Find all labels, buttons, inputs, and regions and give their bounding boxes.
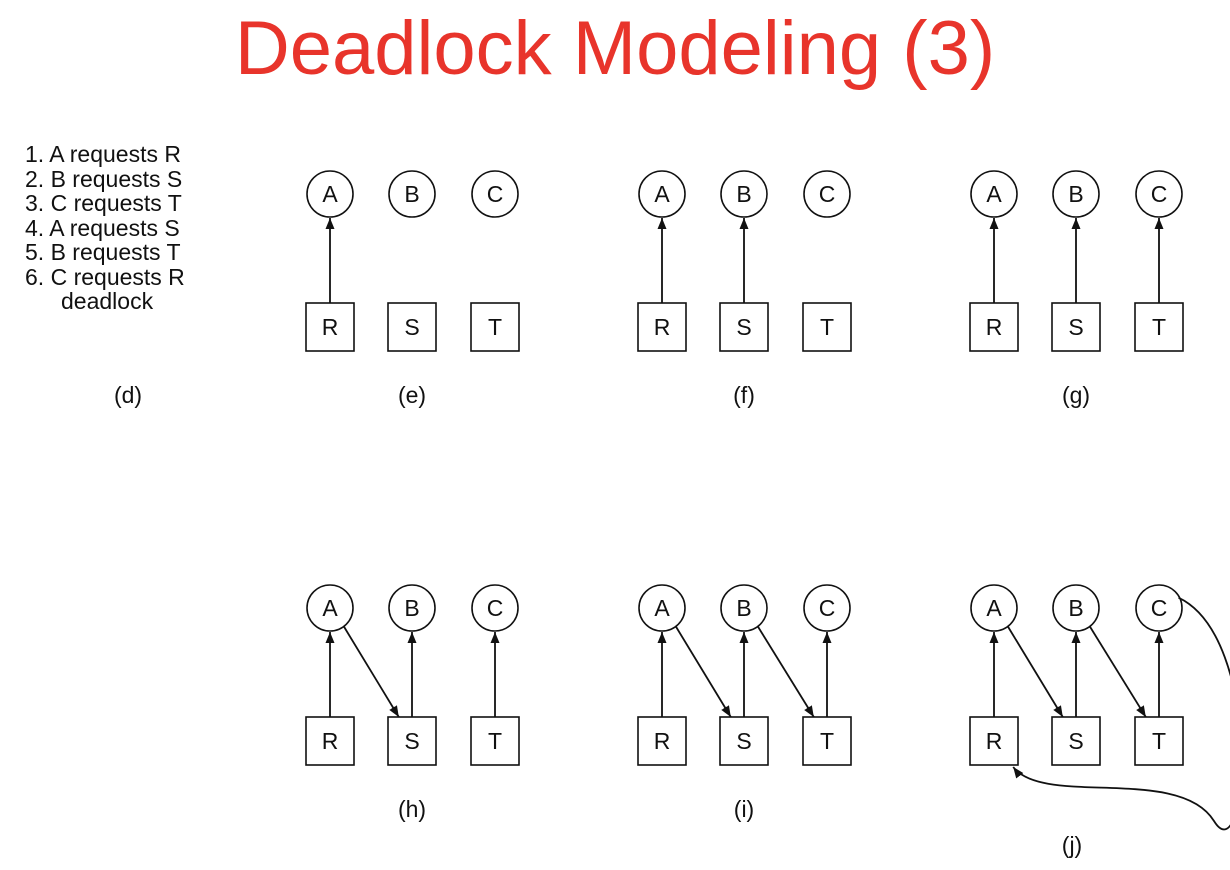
request-arrow bbox=[757, 625, 815, 718]
process-label: B bbox=[736, 595, 751, 621]
process-node bbox=[720, 170, 768, 218]
resource-label: S bbox=[736, 728, 751, 754]
process-node bbox=[803, 170, 851, 218]
process-label: B bbox=[404, 595, 419, 621]
step-item: 2. B requests S bbox=[25, 165, 183, 192]
process-node bbox=[306, 584, 354, 632]
process-label: A bbox=[654, 181, 670, 207]
panel-label-f: (f) bbox=[733, 382, 755, 408]
resource-label: T bbox=[488, 314, 502, 340]
panel-label-i: (i) bbox=[733, 796, 755, 822]
process-node bbox=[638, 584, 686, 632]
request-arrow bbox=[343, 625, 400, 718]
process-node bbox=[388, 170, 436, 218]
resource-label: R bbox=[986, 314, 1003, 340]
process-label: A bbox=[322, 181, 338, 207]
panel-label-e: (e) bbox=[397, 382, 427, 408]
resource-node bbox=[969, 716, 1019, 766]
resource-node bbox=[637, 716, 687, 766]
request-arrow bbox=[1007, 625, 1064, 718]
step-item: 5. B requests T bbox=[25, 239, 181, 265]
process-label: A bbox=[986, 181, 1002, 207]
resource-node bbox=[719, 302, 769, 352]
step-item: 3. C requests T bbox=[25, 190, 182, 216]
slide-title: Deadlock Modeling (3) bbox=[234, 6, 996, 91]
request-arrow-wraparound bbox=[1012, 596, 1230, 831]
resource-label: S bbox=[404, 314, 419, 340]
process-node bbox=[388, 584, 436, 632]
resource-node bbox=[470, 716, 520, 766]
process-node bbox=[803, 584, 851, 632]
process-label: C bbox=[1151, 595, 1168, 621]
process-label: A bbox=[654, 595, 670, 621]
resource-label: T bbox=[1152, 314, 1166, 340]
resource-node bbox=[470, 302, 520, 352]
resource-node bbox=[387, 716, 437, 766]
resource-label: R bbox=[654, 728, 671, 754]
panel-label-h: (h) bbox=[397, 796, 427, 822]
resource-label: R bbox=[322, 728, 339, 754]
resource-label: S bbox=[736, 314, 751, 340]
step-item: 4. A requests S bbox=[25, 214, 180, 241]
resource-label: T bbox=[820, 728, 834, 754]
step-item-deadlock: deadlock bbox=[61, 288, 154, 314]
process-label: C bbox=[487, 181, 504, 207]
resource-label: S bbox=[1068, 314, 1083, 340]
resource-label: T bbox=[488, 728, 502, 754]
resource-node bbox=[969, 302, 1019, 352]
process-label: B bbox=[1068, 181, 1083, 207]
resource-node bbox=[802, 302, 852, 352]
process-node bbox=[970, 170, 1018, 218]
resource-label: S bbox=[1068, 728, 1083, 754]
panel-label-j: (j) bbox=[1061, 832, 1083, 858]
resource-label: T bbox=[1152, 728, 1166, 754]
resource-node bbox=[1051, 302, 1101, 352]
process-node bbox=[1052, 584, 1100, 632]
panel-label-d: (d) bbox=[113, 382, 143, 408]
process-node bbox=[1135, 584, 1183, 632]
panel-label-g: (g) bbox=[1061, 382, 1091, 408]
process-label: B bbox=[736, 181, 751, 207]
resource-label: R bbox=[322, 314, 339, 340]
request-arrow bbox=[675, 625, 732, 718]
process-node bbox=[1052, 170, 1100, 218]
resource-label: R bbox=[986, 728, 1003, 754]
resource-node bbox=[802, 716, 852, 766]
process-node bbox=[1135, 170, 1183, 218]
process-label: C bbox=[487, 595, 504, 621]
request-arrow bbox=[1089, 625, 1147, 718]
process-label: C bbox=[819, 595, 836, 621]
process-label: C bbox=[1151, 181, 1168, 207]
process-label: A bbox=[986, 595, 1002, 621]
process-label: A bbox=[322, 595, 338, 621]
process-node bbox=[720, 584, 768, 632]
resource-label: R bbox=[654, 314, 671, 340]
resource-node bbox=[719, 716, 769, 766]
resource-node bbox=[387, 302, 437, 352]
process-node bbox=[306, 170, 354, 218]
step-item: 6. C requests R bbox=[25, 263, 185, 290]
process-node bbox=[970, 584, 1018, 632]
process-label: C bbox=[819, 181, 836, 207]
process-label: B bbox=[404, 181, 419, 207]
process-node bbox=[638, 170, 686, 218]
resource-node bbox=[305, 302, 355, 352]
resource-label: T bbox=[820, 314, 834, 340]
request-sequence-list: 1. A requests R 2. B requests S 3. C req… bbox=[25, 142, 185, 314]
process-node bbox=[471, 584, 519, 632]
process-node bbox=[471, 170, 519, 218]
step-item: 1. A requests R bbox=[25, 141, 181, 167]
resource-label: S bbox=[404, 728, 419, 754]
process-label: B bbox=[1068, 595, 1083, 621]
